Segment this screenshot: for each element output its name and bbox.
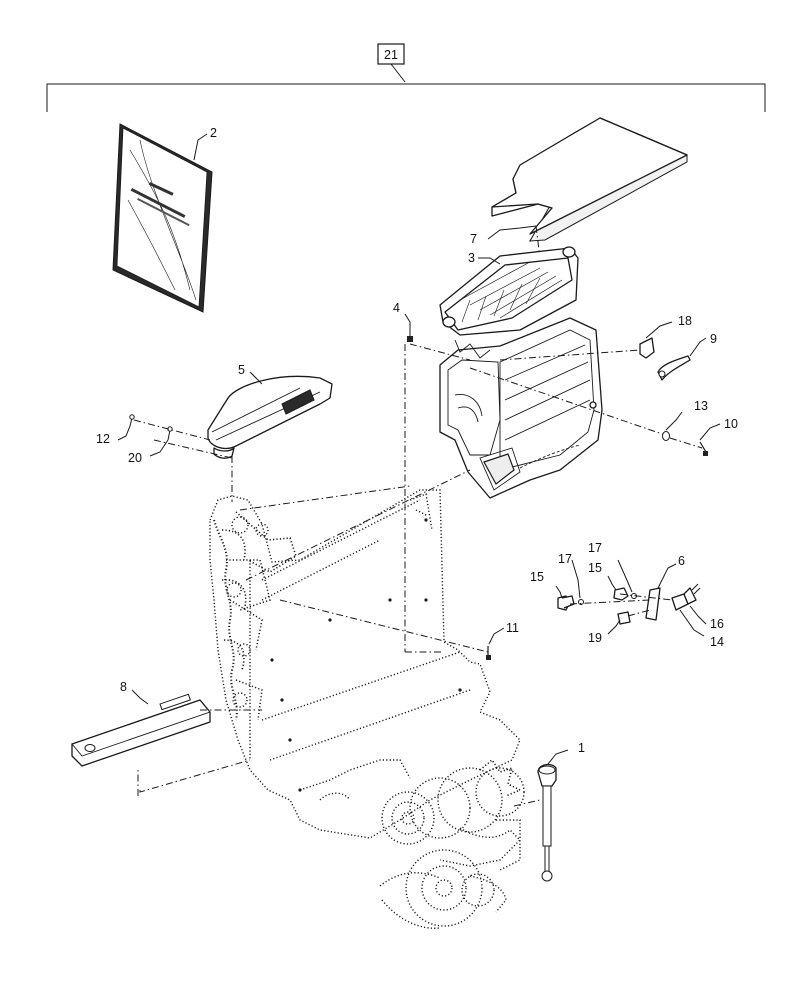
callout-17-left: 17: [558, 552, 572, 566]
callout-6: 6: [678, 554, 685, 568]
callout-7: 7: [470, 232, 477, 246]
callout-5: 5: [238, 363, 245, 377]
screw-20: [133, 419, 211, 457]
callout-16: 16: [710, 617, 724, 631]
blower-housing: [439, 246, 579, 336]
screw-12: [117, 414, 135, 441]
bolt-4: [404, 313, 471, 653]
callout-10: 10: [724, 417, 738, 431]
callout-15-right: 15: [588, 561, 602, 575]
callout-20: 20: [128, 451, 142, 465]
clip-9: [657, 337, 707, 381]
bracket-18: [639, 321, 673, 359]
bolt-11: [486, 627, 505, 660]
callout-labels: 1 2 3 4 5 6 7 8 9 10 11 12 13 14 15 15 1…: [96, 126, 738, 755]
cover-plate: [487, 117, 688, 259]
assembly-number: 21: [384, 48, 398, 62]
callout-18: 18: [678, 314, 692, 328]
support-bar: [71, 689, 262, 796]
callout-1: 1: [578, 741, 585, 755]
hardware-group: [555, 559, 707, 637]
callout-13: 13: [694, 399, 708, 413]
assembly-bracket: 21: [46, 43, 766, 112]
installation-instructions-booklet: [112, 123, 213, 313]
callout-3: 3: [468, 251, 475, 265]
callout-8: 8: [120, 680, 127, 694]
callout-17-right: 17: [588, 541, 602, 555]
callout-15-left: 15: [530, 570, 544, 584]
callout-9: 9: [710, 332, 717, 346]
callout-12: 12: [96, 432, 110, 446]
callout-11: 11: [506, 621, 519, 635]
callout-2: 2: [210, 126, 217, 140]
evaporator-housing: [439, 317, 603, 499]
washer-13: [662, 411, 683, 441]
bolt-10: [669, 423, 721, 456]
handle-cover: [207, 371, 333, 502]
callout-14: 14: [710, 635, 724, 649]
callout-19: 19: [588, 631, 602, 645]
callout-4: 4: [393, 301, 400, 315]
drive-motor: [379, 758, 525, 929]
machine-frame: [209, 489, 521, 839]
gas-strut: [513, 749, 569, 882]
